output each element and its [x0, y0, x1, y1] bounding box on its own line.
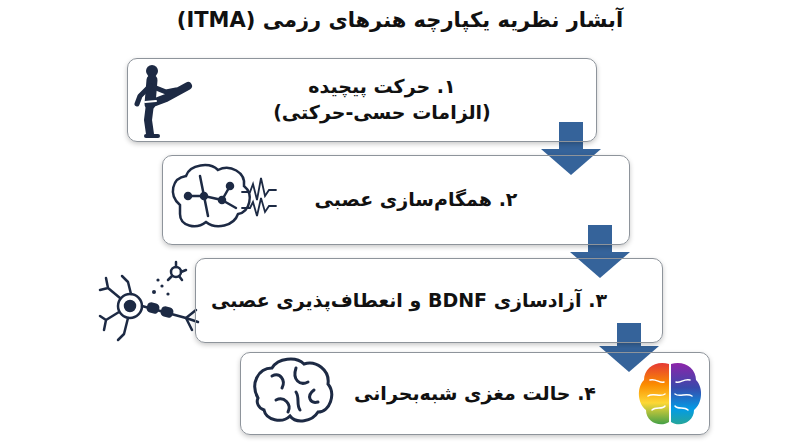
brain-wave-icon	[173, 165, 276, 226]
cascade-arrow	[541, 122, 601, 175]
process-box: ۳. آزادسازی BDNF و انعطاف‌پذیری عصبی	[195, 258, 663, 343]
box-text-group: ۴. حالت مغزی شبه‌بحرانی	[354, 381, 596, 407]
arrow-head	[570, 252, 630, 278]
colorful-brain-icon	[639, 363, 701, 424]
box-text-group: ۳. آزادسازی BDNF و انعطاف‌پذیری عصبی	[211, 288, 607, 314]
cascade-arrow	[570, 225, 630, 278]
box-text-group: ۱. حرکت پیچیده(الزامات حسی-حرکتی)	[273, 74, 491, 125]
process-box: ۴. حالت مغزی شبه‌بحرانی	[240, 352, 710, 435]
box-subtext: (الزامات حسی-حرکتی)	[273, 100, 491, 126]
box-heading: ۱. حرکت پیچیده	[273, 74, 491, 100]
arrow-head	[599, 346, 659, 372]
box-heading: ۳. آزادسازی BDNF و انعطاف‌پذیری عصبی	[211, 288, 607, 314]
arrow-head	[541, 149, 601, 175]
brain-outline-icon	[255, 359, 332, 421]
box-text-group: ۲. همگام‌سازی عصبی	[315, 187, 518, 213]
box-heading: ۴. حالت مغزی شبه‌بحرانی	[354, 381, 596, 407]
box-heading: ۲. همگام‌سازی عصبی	[315, 187, 518, 213]
process-box: ۲. همگام‌سازی عصبی	[162, 155, 630, 245]
karate-figure	[137, 65, 188, 136]
process-box: ۱. حرکت پیچیده(الزامات حسی-حرکتی)	[127, 58, 597, 142]
diagram-title: آبشار نظریه یکپارچه هنرهای رزمی (ITMA)	[0, 8, 800, 32]
cascade-arrow	[599, 323, 659, 372]
neuron-icon	[100, 262, 198, 340]
